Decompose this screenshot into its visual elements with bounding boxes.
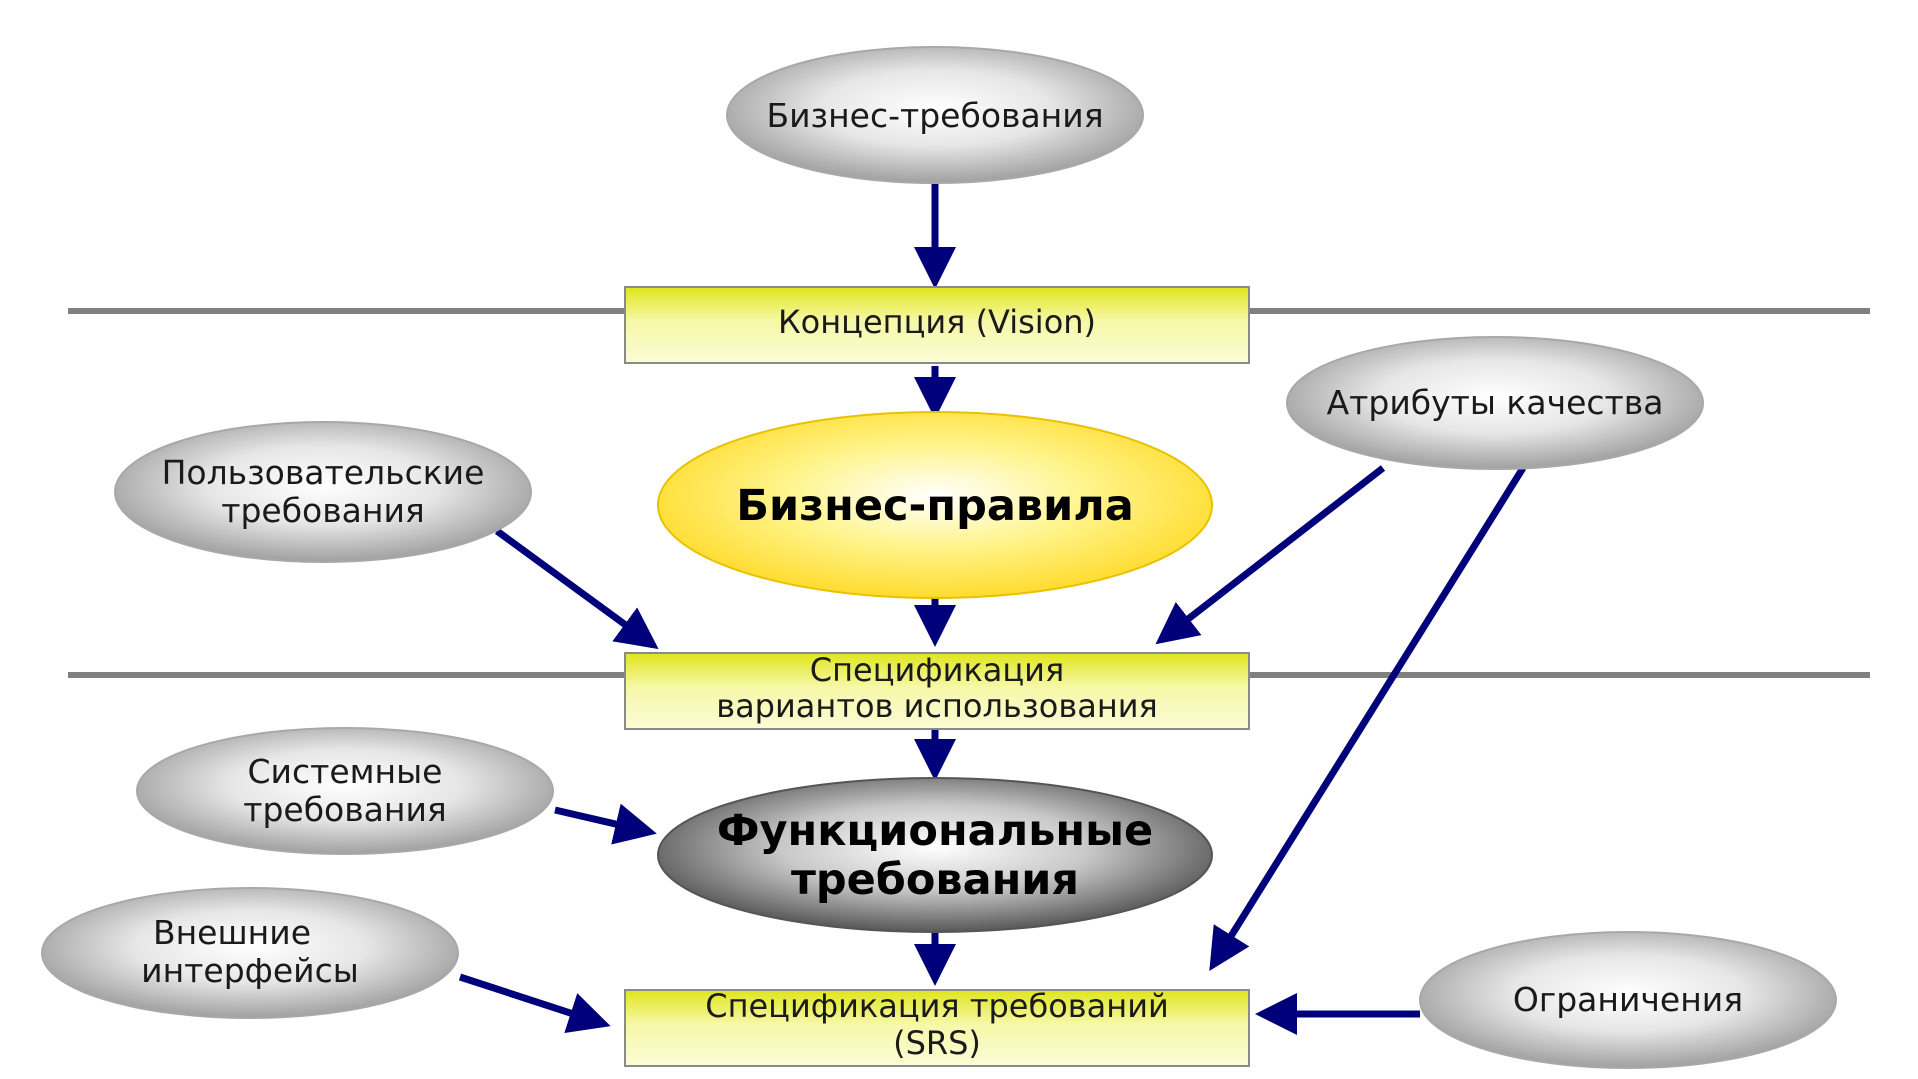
node-constraints-shape	[1419, 931, 1837, 1069]
node-srs-label-line2: (SRS)	[893, 1024, 981, 1062]
node-srs-label-line1: Спецификация требований	[705, 987, 1169, 1025]
node-srs-shape	[624, 989, 1250, 1067]
arrow-quality-to-srs	[1209, 466, 1526, 971]
node-external-interfaces-label-line1: Внешние	[153, 913, 311, 952]
node-srs: Спецификация требований (SRS)	[624, 987, 1250, 1067]
node-system-requirements-label-line1: Системные	[248, 752, 443, 791]
arrow-external-to-srs	[458, 973, 611, 1034]
node-functional-requirements-label-line1: Функциональные	[717, 806, 1153, 856]
node-functional-requirements: Функциональные требования	[657, 777, 1213, 933]
node-user-requirements: Пользовательские требования	[114, 421, 532, 563]
node-use-case-spec-label-line1: Спецификация	[810, 651, 1064, 689]
node-external-interfaces-shape	[41, 887, 459, 1019]
node-external-interfaces-label-line2: интерфейсы	[141, 951, 359, 990]
node-quality-attributes-label: Атрибуты качества	[1327, 383, 1664, 422]
arrows	[458, 183, 1526, 1035]
node-external-interfaces: Внешние интерфейсы	[41, 887, 459, 1019]
node-system-requirements-shape	[136, 727, 554, 855]
node-quality-attributes-shape	[1286, 336, 1704, 470]
arrow-system-to-functional	[554, 803, 657, 845]
node-user-requirements-label-line1: Пользовательские	[162, 453, 485, 492]
node-functional-requirements-shape	[657, 777, 1213, 933]
node-vision-shape	[624, 286, 1250, 364]
node-constraints: Ограничения	[1419, 931, 1837, 1069]
node-constraints-label: Ограничения	[1513, 980, 1743, 1019]
node-use-case-spec-shape	[624, 652, 1250, 730]
node-vision-label: Концепция (Vision)	[778, 303, 1096, 341]
node-user-requirements-label-line2: требования	[221, 491, 425, 530]
node-business-rules-label: Бизнес-правила	[736, 481, 1133, 531]
node-use-case-spec: Спецификация вариантов использования	[624, 651, 1250, 730]
node-business-requirements-label: Бизнес-требования	[766, 96, 1103, 135]
node-vision: Концепция (Vision)	[624, 286, 1250, 364]
node-user-requirements-shape	[114, 421, 532, 563]
node-business-requirements-shape	[726, 46, 1144, 184]
node-functional-requirements-label-line2: требования	[791, 855, 1079, 905]
node-use-case-spec-label-line2: вариантов использования	[716, 687, 1158, 725]
node-system-requirements: Системные требования	[136, 727, 554, 855]
node-system-requirements-label-line2: требования	[243, 790, 447, 829]
node-business-requirements: Бизнес-требования	[726, 46, 1144, 184]
arrow-user-req-to-usecase	[494, 528, 659, 650]
node-business-rules-shape	[657, 411, 1213, 599]
node-quality-attributes: Атрибуты качества	[1286, 336, 1704, 470]
node-business-rules: Бизнес-правила	[657, 411, 1213, 599]
arrow-quality-to-usecase	[1155, 465, 1386, 645]
